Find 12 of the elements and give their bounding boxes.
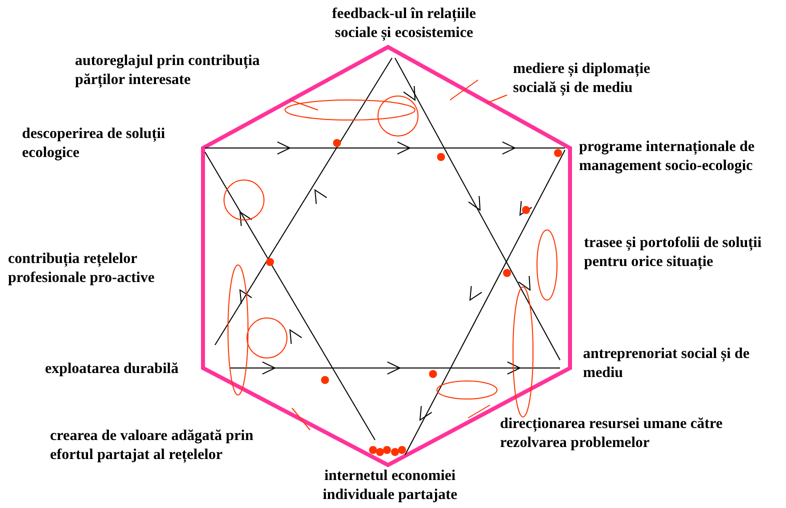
label-text: programe internaționale de management socio-ecologic — [579, 138, 756, 176]
label-text: mediere și diplomație socială și de mediu — [513, 60, 652, 98]
label-text: descoperirea de soluții ecologice — [22, 125, 166, 163]
label-text: internetul economiei individuale partajate — [322, 467, 458, 505]
label-text: crearea de valoare adăgată prin efortul partajat al rețelelor — [50, 427, 254, 465]
label-text: contribuția rețelelor profesionale pro-active — [8, 250, 156, 288]
label-text: trasee și portofolii de soluții pentru orice situație — [584, 234, 762, 272]
label-text: autoreglajul prin contribuția părților interesate — [75, 52, 261, 90]
label-text: direcționarea resursei umane către rezolvarea problemelor — [500, 415, 724, 453]
label-text: antreprenoriat social și de mediu — [583, 345, 751, 383]
label-text: exploatarea durabilă — [45, 360, 180, 379]
label-text: feedback-ul în relațiile sociale și ecosistemice — [331, 5, 477, 43]
